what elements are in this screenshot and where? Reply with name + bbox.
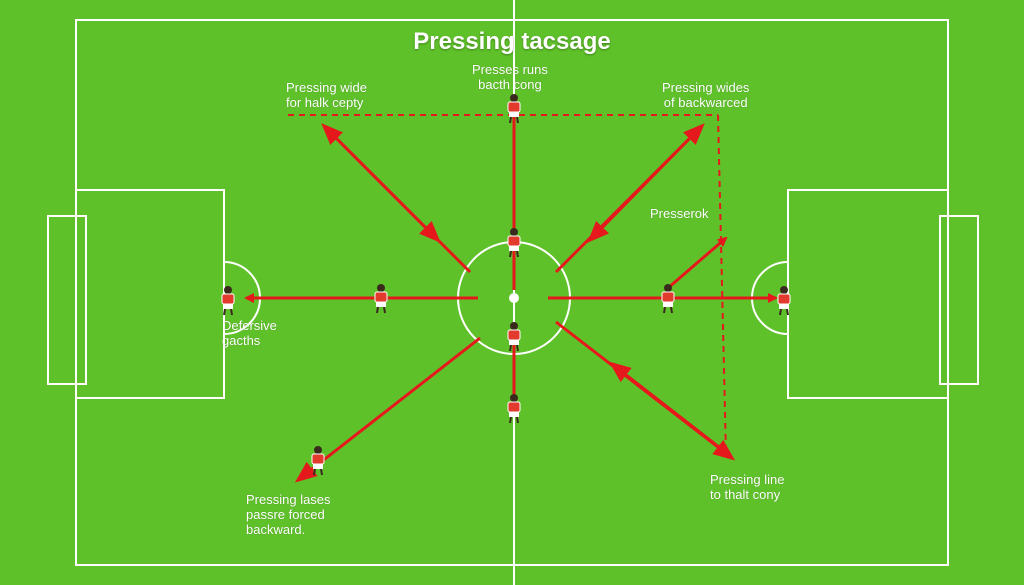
label-line: to thalt cony [710, 487, 781, 502]
left-penalty-area [76, 189, 225, 399]
label-line: bacth cong [478, 77, 542, 92]
player-figure [311, 446, 325, 476]
pitch-markings [47, 0, 979, 585]
label-mid-right: Presserok [650, 206, 709, 221]
label-top-left: Pressing wide for halk cepty [286, 80, 367, 110]
pitch-boundary [75, 19, 949, 566]
label-line: Presses runs [472, 62, 548, 77]
player-figure [507, 228, 521, 258]
players [221, 94, 791, 476]
center-spot [509, 293, 519, 303]
label-line: Pressing wide [286, 80, 367, 95]
player-figure [507, 94, 521, 124]
label-top-right: Pressing wides of backwarced [662, 80, 749, 110]
player-figure [507, 394, 521, 424]
label-line: Presserok [650, 206, 709, 221]
label-line: backward. [246, 522, 306, 537]
label-bottom-right: Pressing line to thalt cony [710, 472, 784, 502]
player-figure [507, 322, 521, 352]
label-top-center: Presses runs bacth cong [472, 62, 548, 92]
label-line: Defersive [222, 318, 277, 333]
arrow-bottom-right-inner [608, 361, 729, 456]
player-figure [221, 286, 235, 316]
label-line: Pressing wides [662, 80, 750, 95]
player-figure [777, 286, 791, 316]
player-figure [661, 284, 675, 314]
label-bottom-left: Pressing lases passre forced backward. [246, 492, 331, 537]
arrow-right-diagonal [667, 236, 728, 290]
pressing-arrows [244, 96, 778, 483]
label-line: Pressing line [710, 472, 785, 487]
label-line: gacths [222, 333, 261, 348]
label-line: passre forced [246, 507, 325, 522]
pressing-boundary [288, 114, 727, 456]
arrow-top-right-inner [587, 130, 698, 243]
left-goal-area [47, 215, 87, 385]
player-figure [374, 284, 388, 314]
diagram-title: Pressing tacsage [413, 28, 611, 55]
arrow-bottom-left [294, 336, 481, 483]
right-goal-area [939, 215, 979, 385]
arrow-top-left-inner [328, 130, 441, 243]
label-line: Pressing lases [246, 492, 331, 507]
label-line: of backwarced [663, 95, 748, 110]
right-penalty-area [787, 189, 948, 399]
label-left-box: Defersive gacths [222, 318, 277, 348]
label-line: for halk cepty [286, 95, 364, 110]
